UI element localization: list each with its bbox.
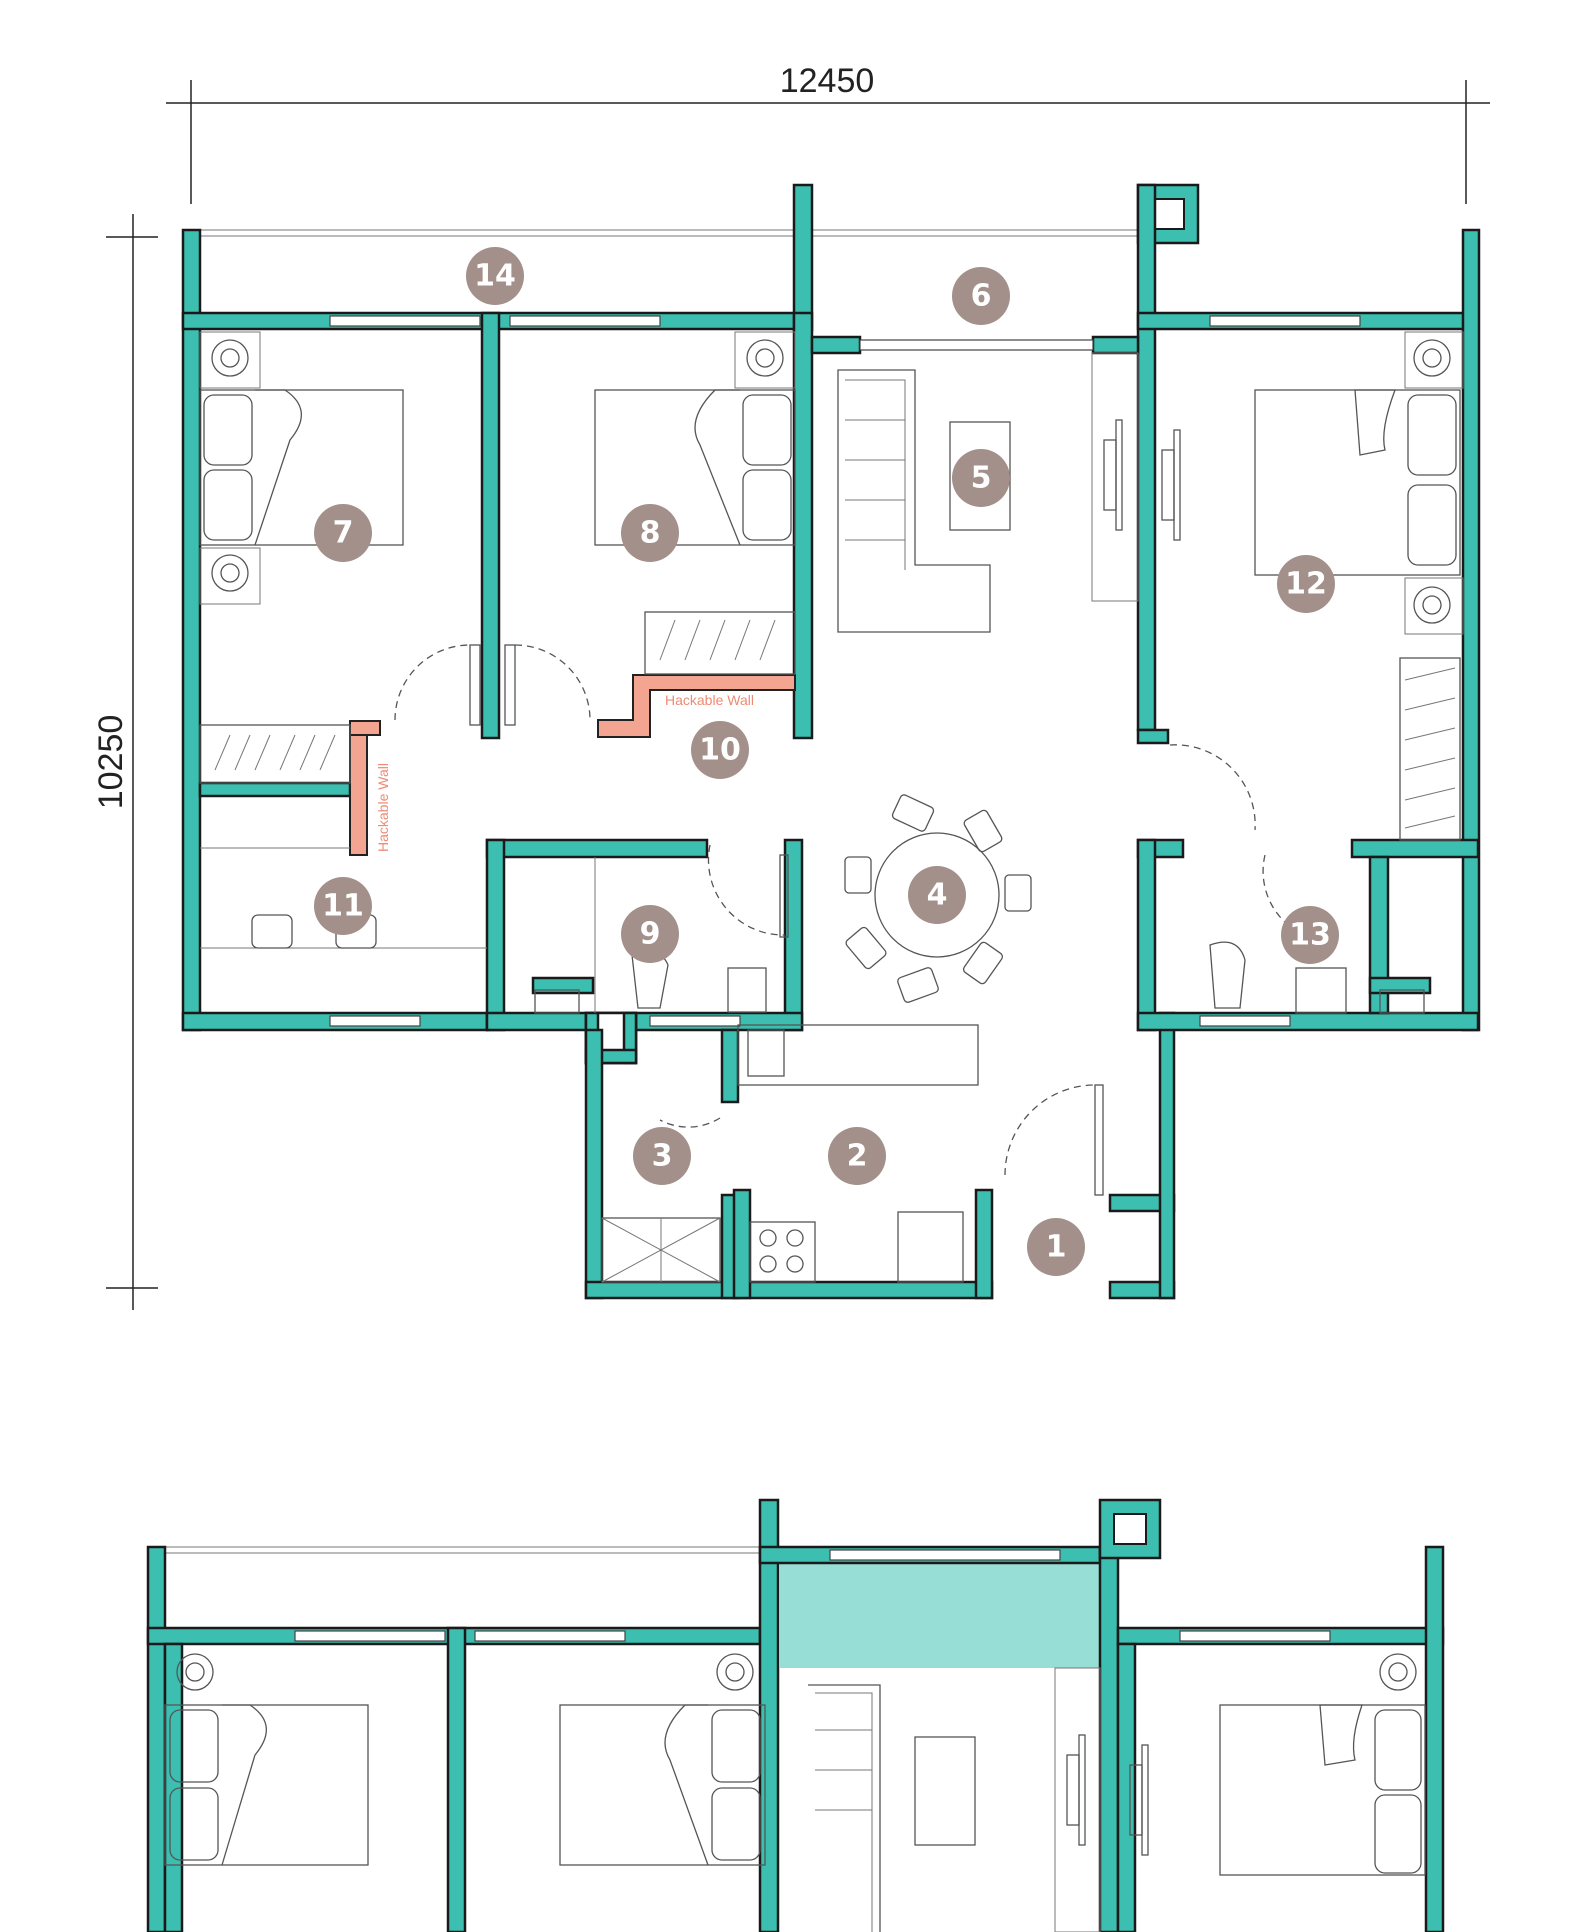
svg-text:10: 10 bbox=[699, 733, 741, 768]
hackable-wall-1: Hackable Wall bbox=[349, 720, 391, 856]
room-badge-9: 9 bbox=[621, 905, 679, 963]
bed-12 bbox=[1254, 331, 1464, 635]
svg-text:13: 13 bbox=[1289, 918, 1331, 953]
room-badge-4: 4 bbox=[908, 866, 966, 924]
wardrobe-7 bbox=[199, 724, 351, 784]
svg-text:4: 4 bbox=[927, 878, 948, 913]
highlighted-balcony bbox=[780, 1562, 1102, 1668]
wardrobe-12 bbox=[1399, 657, 1461, 841]
room-badge-1: 1 bbox=[1027, 1218, 1085, 1276]
wardrobe-8 bbox=[644, 611, 796, 675]
room-badge-14: 14 bbox=[466, 247, 524, 305]
hackable-wall-label-1: Hackable Wall bbox=[375, 763, 391, 852]
svg-text:7: 7 bbox=[333, 516, 354, 551]
dining-table bbox=[844, 794, 1032, 1003]
room-badge-10: 10 bbox=[691, 721, 749, 779]
room-badge-13: 13 bbox=[1281, 906, 1339, 964]
room-badge-7: 7 bbox=[314, 504, 372, 562]
bathroom-13-fixtures bbox=[1209, 941, 1425, 1014]
svg-text:9: 9 bbox=[640, 917, 661, 952]
kitchen-fixtures bbox=[601, 1024, 979, 1283]
walls bbox=[181, 183, 1481, 1300]
svg-text:12: 12 bbox=[1285, 567, 1327, 602]
second-plan bbox=[146, 1498, 1445, 1932]
svg-text:14: 14 bbox=[474, 259, 516, 294]
dimension-height-label: 10250 bbox=[92, 715, 130, 810]
windows bbox=[329, 315, 1361, 1027]
sofa bbox=[837, 369, 1011, 633]
room-badge-5: 5 bbox=[952, 449, 1010, 507]
svg-text:3: 3 bbox=[652, 1139, 673, 1174]
dimension-width: 12450 bbox=[166, 62, 1490, 204]
svg-text:11: 11 bbox=[322, 889, 364, 924]
bed-8 bbox=[594, 331, 796, 546]
room-badge-6: 6 bbox=[952, 267, 1010, 325]
room-badge-8: 8 bbox=[621, 504, 679, 562]
hackable-wall-label-2: Hackable Wall bbox=[665, 692, 754, 708]
svg-text:8: 8 bbox=[640, 516, 661, 551]
tv-unit bbox=[1091, 352, 1181, 602]
svg-text:5: 5 bbox=[971, 461, 992, 496]
room-badge-12: 12 bbox=[1277, 555, 1335, 613]
balcony-rail bbox=[200, 229, 1138, 237]
room-badge-2: 2 bbox=[828, 1127, 886, 1185]
dimension-width-label: 12450 bbox=[780, 62, 875, 100]
room-badge-11: 11 bbox=[314, 877, 372, 935]
dimension-height: 10250 bbox=[92, 214, 158, 1310]
svg-text:1: 1 bbox=[1046, 1230, 1067, 1265]
hackable-wall-2: Hackable Wall bbox=[597, 674, 796, 738]
svg-text:6: 6 bbox=[971, 279, 992, 314]
svg-text:2: 2 bbox=[847, 1139, 868, 1174]
study-11-desk bbox=[200, 847, 487, 949]
room-badge-3: 3 bbox=[633, 1127, 691, 1185]
bed-7 bbox=[199, 331, 404, 605]
